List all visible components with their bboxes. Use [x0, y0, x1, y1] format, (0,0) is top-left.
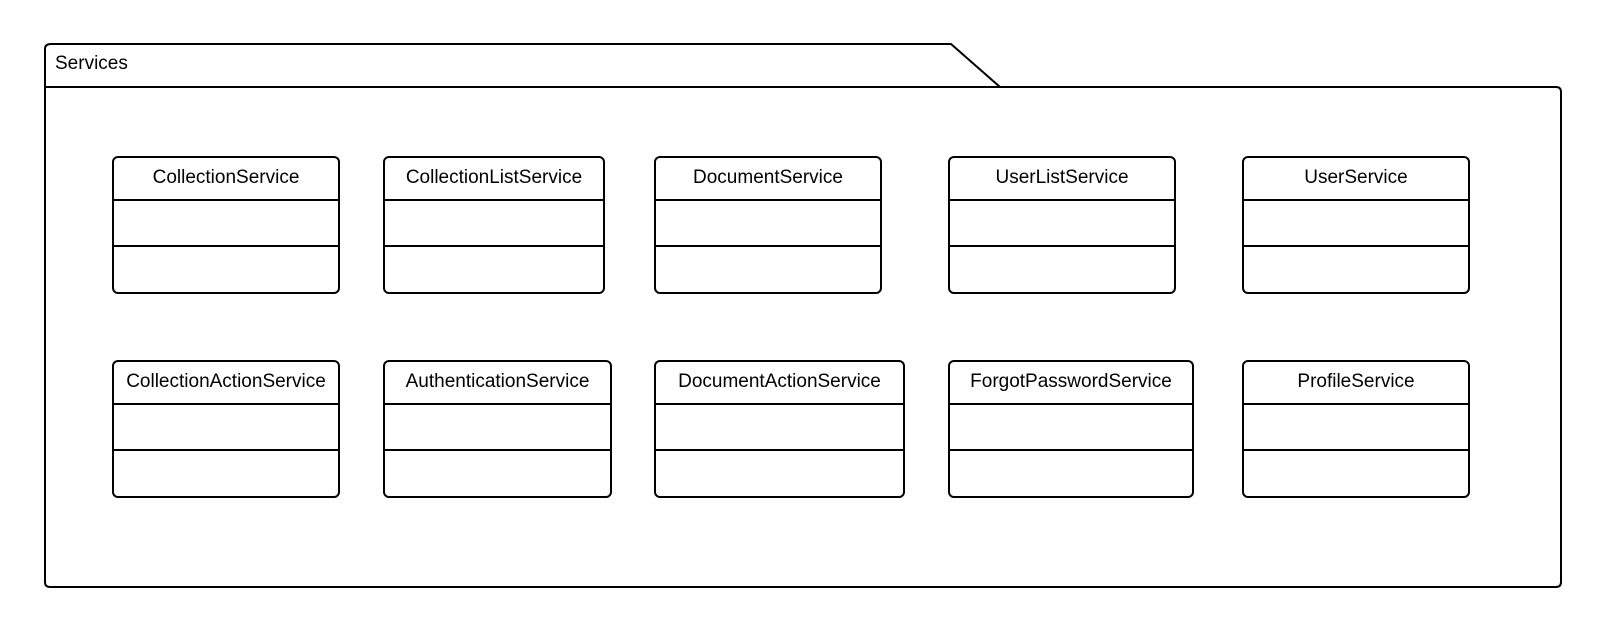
- class-box-border: [383, 156, 605, 294]
- class-box-user-list-service[interactable]: UserListService: [948, 156, 1176, 294]
- class-box-border: [654, 360, 905, 498]
- class-box-forgot-password-service[interactable]: ForgotPasswordService: [948, 360, 1194, 498]
- class-box-profile-service[interactable]: ProfileService: [1242, 360, 1470, 498]
- class-name: ProfileService: [1297, 371, 1414, 392]
- class-name: ForgotPasswordService: [970, 371, 1172, 392]
- class-box-collection-action-service[interactable]: CollectionActionService: [112, 360, 340, 498]
- class-box-border: [1242, 360, 1470, 498]
- package-frame: [44, 43, 1562, 588]
- class-box-collection-service[interactable]: CollectionService: [112, 156, 340, 294]
- class-box-border: [112, 360, 340, 498]
- package-services[interactable]: Services: [44, 43, 1562, 588]
- class-name: CollectionActionService: [126, 371, 326, 392]
- class-name: UserService: [1304, 167, 1407, 188]
- class-box-border: [112, 156, 340, 294]
- class-name: CollectionListService: [406, 167, 582, 188]
- class-box-border: [1242, 156, 1470, 294]
- class-name: DocumentService: [693, 167, 843, 188]
- class-box-authentication-service[interactable]: AuthenticationService: [383, 360, 612, 498]
- class-name: DocumentActionService: [678, 371, 881, 392]
- class-box-user-service[interactable]: UserService: [1242, 156, 1470, 294]
- package-title: Services: [55, 53, 128, 74]
- class-box-document-action-service[interactable]: DocumentActionService: [654, 360, 905, 498]
- class-box-border: [383, 360, 612, 498]
- class-box-document-service[interactable]: DocumentService: [654, 156, 882, 294]
- class-name: AuthenticationService: [406, 371, 590, 392]
- class-box-border: [948, 156, 1176, 294]
- class-box-border: [948, 360, 1194, 498]
- class-name: UserListService: [995, 167, 1128, 188]
- class-box-border: [654, 156, 882, 294]
- class-name: CollectionService: [153, 167, 300, 188]
- class-box-collection-list-service[interactable]: CollectionListService: [383, 156, 605, 294]
